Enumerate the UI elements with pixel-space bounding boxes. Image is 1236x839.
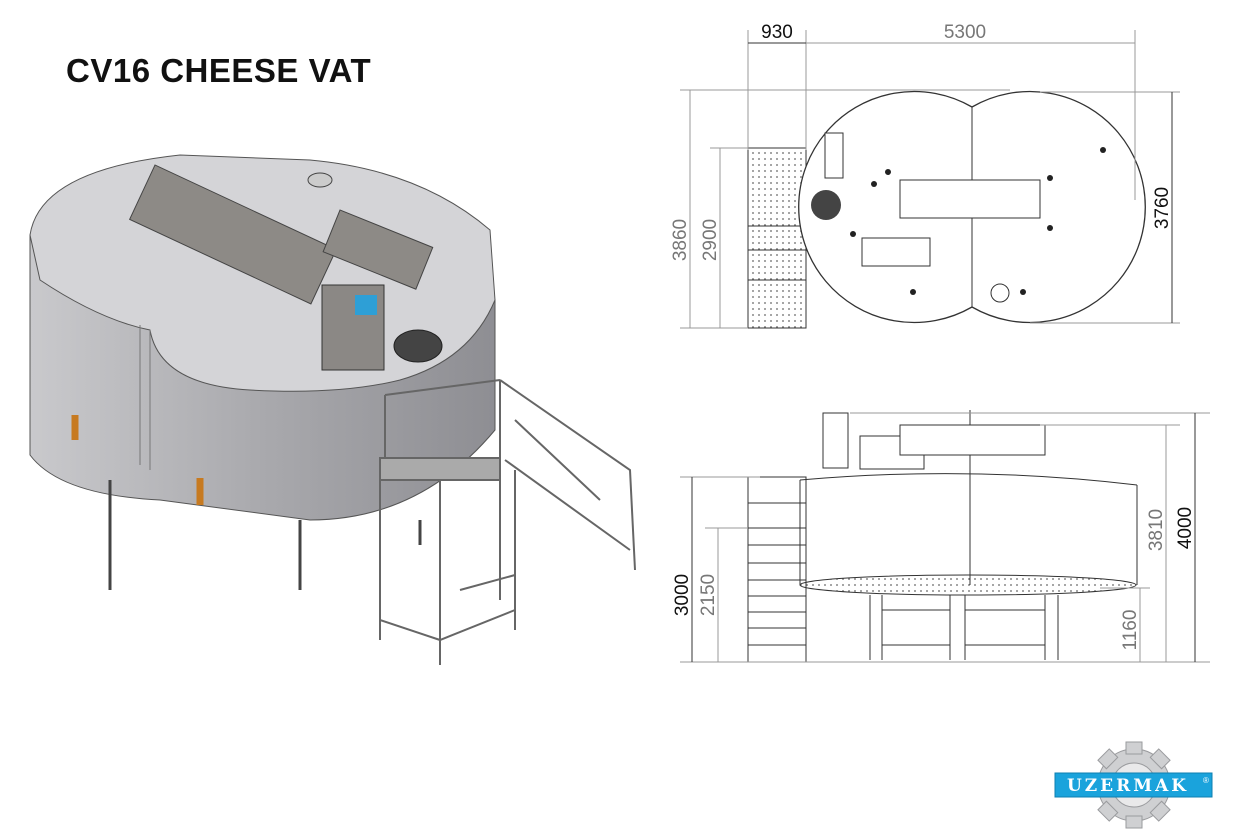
dim-930: 930 [761, 22, 793, 43]
dim-5300: 5300 [944, 22, 986, 43]
isometric-view [29, 154, 636, 665]
top-view [680, 30, 1180, 329]
logo-text: UZERMAK [1067, 776, 1189, 796]
dim-2150: 2150 [698, 574, 719, 616]
dim-3000: 3000 [672, 574, 693, 616]
uzermak-logo: UZERMAK ® [1054, 741, 1213, 829]
dim-3810: 3810 [1146, 509, 1167, 551]
dim-1160: 1160 [1120, 610, 1141, 651]
side-view [680, 410, 1210, 663]
registered-mark: ® [1203, 776, 1209, 785]
platform [379, 379, 636, 665]
dim-2900: 2900 [700, 219, 721, 261]
page-title: CV16 CHEESE VAT [66, 52, 372, 89]
dim-3760: 3760 [1152, 187, 1173, 229]
dim-4000: 4000 [1175, 507, 1196, 549]
dim-3860: 3860 [670, 219, 691, 261]
